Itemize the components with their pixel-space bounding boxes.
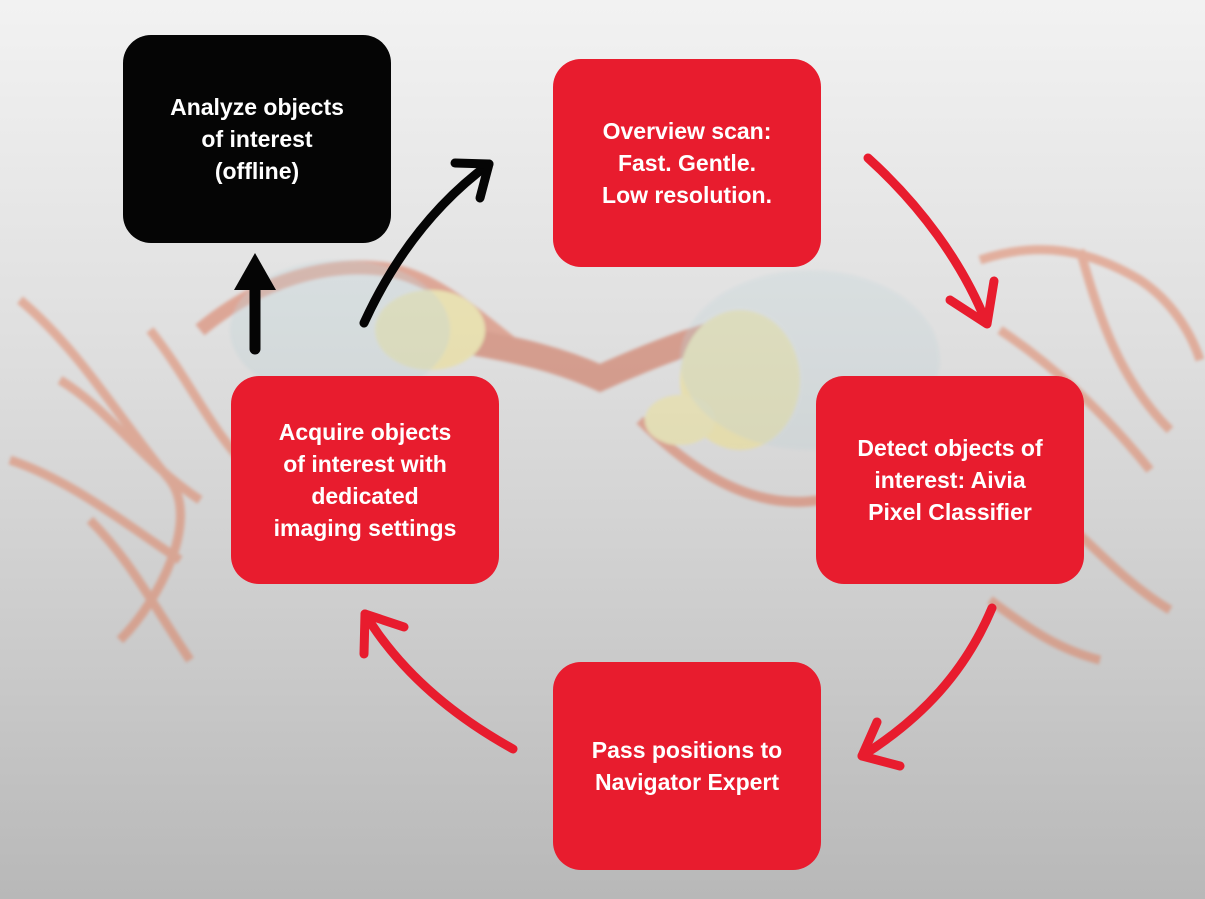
node-analyze-offline: Analyze objects of interest (offline) (123, 35, 391, 243)
arrow-acquire-to-overview (359, 158, 494, 328)
node-analyze-label: Analyze objects of interest (offline) (170, 94, 344, 184)
node-acquire-label: Acquire objects of interest with dedicat… (273, 419, 457, 541)
node-detect-label: Detect objects of interest: Aivia Pixel … (857, 435, 1043, 525)
node-pass-positions: Pass positions to Navigator Expert (553, 662, 821, 870)
node-overview-scan: Overview scan: Fast. Gentle. Low resolut… (553, 59, 821, 267)
node-pass-label: Pass positions to Navigator Expert (591, 737, 783, 795)
arrow-acquire-to-analyze (234, 253, 276, 355)
node-overview-label: Overview scan: Fast. Gentle. Low resolut… (602, 118, 772, 208)
arrow-detect-to-pass (857, 603, 997, 771)
arrow-overview-to-detect (863, 153, 999, 329)
arrow-pass-to-acquire (359, 609, 518, 754)
node-detect-objects: Detect objects of interest: Aivia Pixel … (816, 376, 1084, 584)
node-acquire-objects: Acquire objects of interest with dedicat… (231, 376, 499, 584)
